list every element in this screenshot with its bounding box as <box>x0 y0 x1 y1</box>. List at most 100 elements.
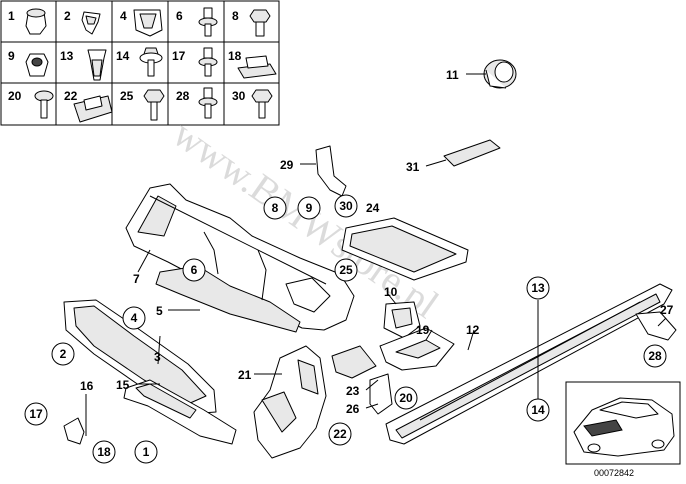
grid-cell-17: 17 <box>172 47 218 77</box>
callout-10: 10 <box>384 285 398 299</box>
grid-label: 25 <box>120 89 134 103</box>
grid-label: 8 <box>232 9 239 23</box>
front-panel-part-3 <box>63 299 217 415</box>
callout-27: 27 <box>660 303 674 317</box>
grid-label: 2 <box>64 9 71 23</box>
callout-28: 28 <box>643 344 667 368</box>
clip-icon <box>81 11 101 35</box>
grid-cell-22: 22 <box>64 89 113 123</box>
callout-17: 17 <box>24 402 48 426</box>
svg-text:9: 9 <box>306 201 313 215</box>
callout-6: 6 <box>182 258 206 282</box>
grid-label: 6 <box>176 9 183 23</box>
grid-label: 14 <box>116 49 130 63</box>
spring-clip-icon <box>133 9 163 37</box>
bracket-part-19 <box>379 327 455 371</box>
grid-label: 20 <box>8 89 22 103</box>
fasteners-grid: 1 2 4 6 <box>0 0 280 126</box>
hex-nut-icon <box>25 53 49 77</box>
grid-label: 22 <box>64 89 78 103</box>
bracket-clip-icon <box>73 95 113 123</box>
callout-18: 18 <box>92 440 116 464</box>
side-rail-part-12 <box>385 283 673 445</box>
cross-member-part-24 <box>341 217 469 281</box>
bracket-part-16 <box>63 417 85 445</box>
callout-24: 24 <box>366 201 380 215</box>
bracket-part-26 <box>369 373 393 415</box>
hex-bolt-icon <box>251 89 273 119</box>
callout-15: 15 <box>116 378 130 392</box>
grid-label: 9 <box>8 49 15 63</box>
grid-cell-25: 25 <box>120 89 165 121</box>
callout-9: 9 <box>297 196 321 220</box>
collar-screw-icon <box>198 47 218 77</box>
wheel-arch-part-21 <box>253 345 327 459</box>
callout-16: 16 <box>80 379 94 393</box>
grommet-part-11 <box>483 59 517 89</box>
callout-4: 4 <box>122 306 146 330</box>
grid-cell-20: 20 <box>8 89 54 119</box>
bracket-part-29 <box>315 145 347 197</box>
callout-14: 14 <box>526 398 550 422</box>
callout-20: 20 <box>394 386 418 410</box>
callout-7: 7 <box>133 272 140 286</box>
grid-label: 13 <box>60 49 74 63</box>
grid-cell-13: 13 <box>60 49 107 81</box>
bracket-part-27 <box>635 311 677 341</box>
grid-label: 30 <box>232 89 246 103</box>
grid-cell-28: 28 <box>176 87 218 119</box>
callout-29: 29 <box>280 158 294 172</box>
grid-label: 1 <box>8 9 15 23</box>
grid-cell-6: 6 <box>176 7 218 37</box>
grid-cell-18: 18 <box>228 49 277 79</box>
callout-11: 11 <box>446 68 459 82</box>
document-id: 00072842 <box>594 468 634 478</box>
grid-label: 4 <box>120 9 127 23</box>
grid-label: 17 <box>172 49 186 63</box>
callout-13: 13 <box>526 276 550 300</box>
grid-cell-4: 4 <box>120 9 163 37</box>
grid-cell-14: 14 <box>116 47 163 77</box>
collar-screw-icon <box>198 87 218 119</box>
leader-lines <box>85 73 667 436</box>
callout-23: 23 <box>346 384 360 398</box>
svg-text:28: 28 <box>648 349 662 363</box>
expanding-nut-icon <box>87 49 107 81</box>
callout-2: 2 <box>51 342 75 366</box>
svg-text:18: 18 <box>97 445 111 459</box>
hex-bolt-icon <box>143 89 165 121</box>
grid-label: 28 <box>176 89 190 103</box>
car-thumbnail <box>565 381 681 465</box>
callout-30: 30 <box>334 194 358 218</box>
round-plug-icon <box>25 8 47 35</box>
svg-text:4: 4 <box>131 311 138 325</box>
hex-bolt-icon <box>249 9 271 37</box>
bracket-part-10 <box>383 301 421 339</box>
grid-cell-30: 30 <box>232 89 273 119</box>
callout-1: 1 <box>134 440 158 464</box>
callout-31: 31 <box>406 160 420 174</box>
svg-text:20: 20 <box>399 391 413 405</box>
callout-3: 3 <box>154 350 161 364</box>
svg-text:22: 22 <box>333 427 347 441</box>
svg-text:13: 13 <box>531 281 545 295</box>
front-carrier-assembly <box>125 183 355 333</box>
grid-label: 18 <box>228 49 242 63</box>
callout-22: 22 <box>328 422 352 446</box>
sheet-nut-icon <box>237 55 277 79</box>
grid-cell-8: 8 <box>232 9 271 37</box>
washer-screw-icon <box>34 90 54 119</box>
callouts-circled: 30 8 9 6 25 4 2 13 <box>24 194 667 464</box>
grid-cell-1: 1 <box>8 8 47 35</box>
lower-bar-part-15 <box>123 379 237 445</box>
callout-5: 5 <box>156 304 163 318</box>
callout-8: 8 <box>263 196 287 220</box>
callout-19: 19 <box>416 323 430 337</box>
foam-strip-part-31 <box>443 139 501 167</box>
callouts-plain: 11 29 31 24 7 5 3 16 15 10 19 12 21 23 2… <box>80 68 674 416</box>
collar-screw-icon <box>198 7 218 37</box>
svg-text:2: 2 <box>60 347 67 361</box>
callout-12: 12 <box>466 323 480 337</box>
bracket-part-23 <box>331 345 377 379</box>
